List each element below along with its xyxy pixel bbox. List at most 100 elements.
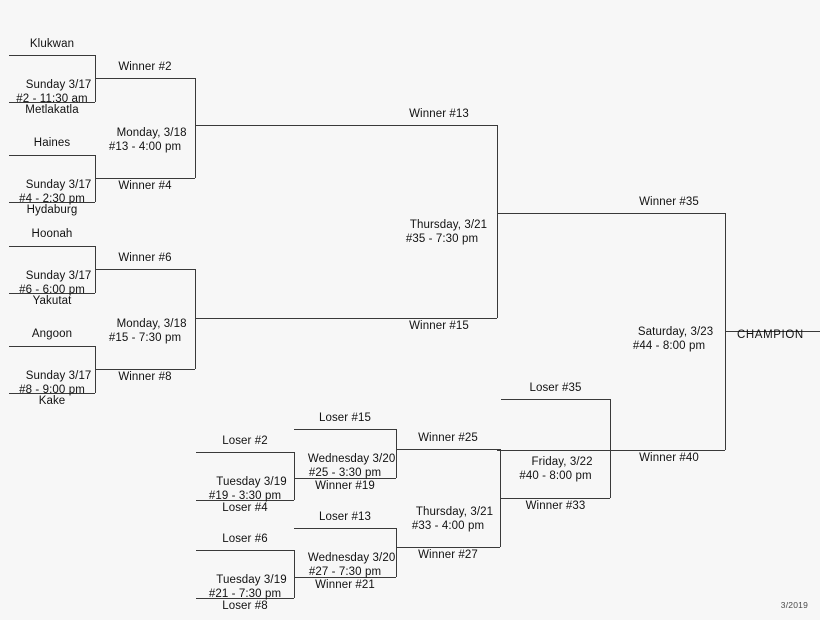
r1-g2-game: #4 - 2:30 pm	[19, 193, 85, 205]
lb-r3-game: #33 - 4:00 pm	[411, 520, 485, 532]
r2-g2-right-line	[195, 269, 196, 369]
semifinal-info: Thursday, 3/21 #35 - 7:30 pm	[386, 204, 498, 274]
lb-r2-g2-info: Wednesday 3/20 #27 - 7:30 pm	[290, 537, 400, 607]
final-top-line	[497, 213, 725, 214]
lb-r1-g1-right-line	[294, 452, 295, 500]
r1-g1-game: #2 - 11:30 am	[16, 93, 88, 105]
final-bottom-line	[497, 450, 725, 451]
lb-r1-g1-top-line	[196, 452, 294, 453]
r2-g2-bottom-line	[95, 369, 195, 370]
champion-line	[725, 331, 820, 332]
lb-r2-g1-date: Wednesday 3/20	[307, 453, 396, 465]
lb-r2-g1-bottom-line	[294, 478, 396, 479]
lb-r1-g1-bottom-slot: Loser #4	[222, 502, 268, 514]
lb-r3-info: Thursday, 3/21 #33 - 4:00 pm	[392, 491, 504, 561]
r2-g1-game: #13 - 4:00 pm	[108, 141, 182, 153]
r2-g1-right-line	[195, 78, 196, 178]
r2-g2-game: #15 - 7:30 pm	[108, 332, 182, 344]
lb-r2-g2-right-line	[396, 528, 397, 577]
lb-r4-top-line	[501, 399, 610, 400]
lb-r2-g1-top-slot: Loser #15	[318, 412, 372, 424]
r1-g3-top-line	[9, 246, 95, 247]
r1-g4-top-line	[9, 346, 95, 347]
lb-r1-g2-date: Tuesday 3/19	[216, 574, 287, 586]
lb-r1-g2-bottom-slot: Loser #8	[222, 600, 268, 612]
r1-g3-game: #6 - 6:00 pm	[19, 284, 85, 296]
lb-r1-g1-info: Tuesday 3/19#19 - 3:30 pm	[192, 461, 298, 531]
lb-r4-right-line	[610, 399, 611, 498]
r1-g2-bottom-slot: Hydaburg	[26, 204, 78, 216]
lb-r1-g1-bottom-line	[196, 500, 294, 501]
r1-g4-game: #8 - 9:00 pm	[19, 384, 85, 396]
r2-g1-bottom-line	[95, 178, 195, 179]
r1-g1-top-line	[9, 55, 95, 56]
r2-g2-date: Monday, 3/18	[116, 318, 187, 330]
r1-g1-bottom-line	[9, 102, 95, 103]
semifinal-top-line	[195, 125, 497, 126]
r1-g4-bottom-slot: Kake	[38, 395, 66, 407]
r1-g2-info: Sunday 3/17#4 - 2:30 pm	[5, 164, 99, 234]
r1-g4-info: Sunday 3/17 #8 - 9:00 pm	[5, 355, 99, 425]
r1-g2-bottom-line	[9, 202, 95, 203]
lb-r2-g2-game: #27 - 7:30 pm	[308, 566, 382, 578]
lb-r1-g1-top-slot: Loser #2	[222, 435, 268, 447]
r1-g3-date: Sunday 3/17	[25, 270, 92, 282]
r2-g1-top-line	[95, 78, 195, 79]
lb-r1-g2-bottom-line	[196, 598, 294, 599]
final-info: Saturday, 3/23#44 - 8:00 pm	[613, 311, 725, 381]
lb-r4-top-slot: Loser #35	[529, 382, 582, 394]
r1-g1-date: Sunday 3/17	[25, 79, 92, 91]
final-top-slot: Winner #35	[639, 196, 699, 208]
lb-r3-bottom-line	[396, 547, 500, 548]
lb-r2-g1-info: Wednesday 3/20 #25 - 3:30 pm	[290, 438, 400, 508]
lb-r2-g2-top-slot: Loser #13	[318, 511, 372, 523]
r1-g4-top-slot: Angoon	[31, 328, 73, 340]
r1-g2-top-line	[9, 155, 95, 156]
r1-g1-top-slot: Klukwan	[29, 38, 75, 50]
r2-g1-date: Monday, 3/18	[116, 127, 187, 139]
r1-g3-top-slot: Hoonah	[31, 228, 73, 240]
lb-r3-date: Thursday, 3/21	[415, 506, 494, 518]
date-stamp: 3/2019	[780, 600, 808, 610]
r2-g2-top-slot: Winner #6	[118, 252, 172, 264]
r1-g4-date: Sunday 3/17	[25, 370, 92, 382]
lb-r2-g1-bottom-slot: Winner #19	[315, 480, 375, 492]
r2-g2-bottom-slot: Winner #8	[118, 371, 172, 383]
r2-g1-bottom-slot: Winner #4	[118, 180, 172, 192]
lb-r2-g1-right-line	[396, 429, 397, 478]
lb-r3-top-line	[396, 449, 500, 450]
r1-g2-top-slot: Haines	[33, 137, 71, 149]
r1-g3-bottom-slot: Yakutat	[32, 295, 72, 307]
semifinal-game: #35 - 7:30 pm	[405, 233, 479, 245]
r2-g1-info: Monday, 3/18 #13 - 4:00 pm	[92, 112, 198, 182]
lb-r4-bottom-line	[501, 498, 610, 499]
lb-r4-date: Friday, 3/22	[531, 456, 593, 468]
r1-g3-info: Sunday 3/17 #6 - 6:00 pm	[5, 255, 99, 325]
semifinal-bottom-slot: Winner #15	[409, 320, 469, 332]
r2-g2-top-line	[95, 269, 195, 270]
final-date: Saturday, 3/23	[637, 326, 714, 338]
champion-label: CHAMPION	[737, 329, 804, 341]
lb-r3-bottom-slot: Winner #27	[418, 549, 478, 561]
lb-r2-g1-top-line	[294, 429, 396, 430]
semifinal-bottom-line	[195, 318, 497, 319]
lb-r2-g2-bottom-slot: Winner #21	[315, 579, 375, 591]
lb-r1-g2-top-line	[196, 550, 294, 551]
lb-r2-g2-bottom-line	[294, 577, 396, 578]
final-bottom-slot: Winner #40	[639, 452, 699, 464]
lb-r1-g2-game: #21 - 7:30 pm	[208, 588, 282, 600]
semifinal-right-line	[497, 125, 498, 318]
lb-r4-game: #40 - 8:00 pm	[519, 470, 592, 482]
semifinal-date: Thursday, 3/21	[409, 219, 488, 231]
lb-r2-g2-top-line	[294, 528, 396, 529]
lb-r2-g2-date: Wednesday 3/20	[307, 552, 396, 564]
lb-r4-info: Friday, 3/22 #40 - 8:00 pm	[497, 441, 614, 511]
semifinal-top-slot: Winner #13	[409, 108, 469, 120]
lb-r1-g2-info: Tuesday 3/19 #21 - 7:30 pm	[192, 559, 298, 620]
lb-r2-g1-game: #25 - 3:30 pm	[308, 467, 382, 479]
r1-g1-bottom-slot: Metlakatla	[25, 104, 79, 116]
r1-g1-info: Sunday 3/17 #2 - 11:30 am	[5, 64, 99, 134]
r2-g2-info: Monday, 3/18 #15 - 7:30 pm	[92, 303, 198, 373]
r2-g1-top-slot: Winner #2	[118, 61, 172, 73]
